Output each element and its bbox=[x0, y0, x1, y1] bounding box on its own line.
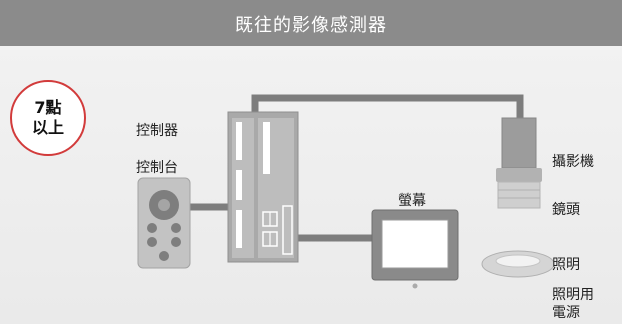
ring-light-device bbox=[481, 250, 555, 278]
label-lighting-power-2: 電源 bbox=[552, 305, 580, 321]
badge-device-count: 7點 以上 bbox=[10, 80, 86, 156]
label-lighting: 照明 bbox=[552, 257, 580, 273]
label-camera: 攝影機 bbox=[552, 154, 594, 170]
control-pad-device bbox=[137, 177, 191, 269]
label-control-pad: 控制台 bbox=[136, 160, 178, 176]
header-bar: 既往的影像感測器 bbox=[0, 0, 622, 46]
label-lens: 鏡頭 bbox=[552, 202, 580, 218]
badge-count: 7點 bbox=[34, 98, 62, 117]
monitor-device bbox=[371, 209, 459, 289]
label-monitor: 螢幕 bbox=[398, 193, 426, 209]
camera-cable bbox=[251, 94, 524, 118]
camera-device bbox=[496, 117, 542, 209]
label-lighting-power-1: 照明用 bbox=[552, 287, 594, 303]
page-title: 既往的影像感測器 bbox=[235, 15, 387, 36]
controller-device bbox=[227, 111, 299, 263]
label-controller: 控制器 bbox=[136, 123, 178, 139]
badge-above: 以上 bbox=[31, 118, 64, 137]
